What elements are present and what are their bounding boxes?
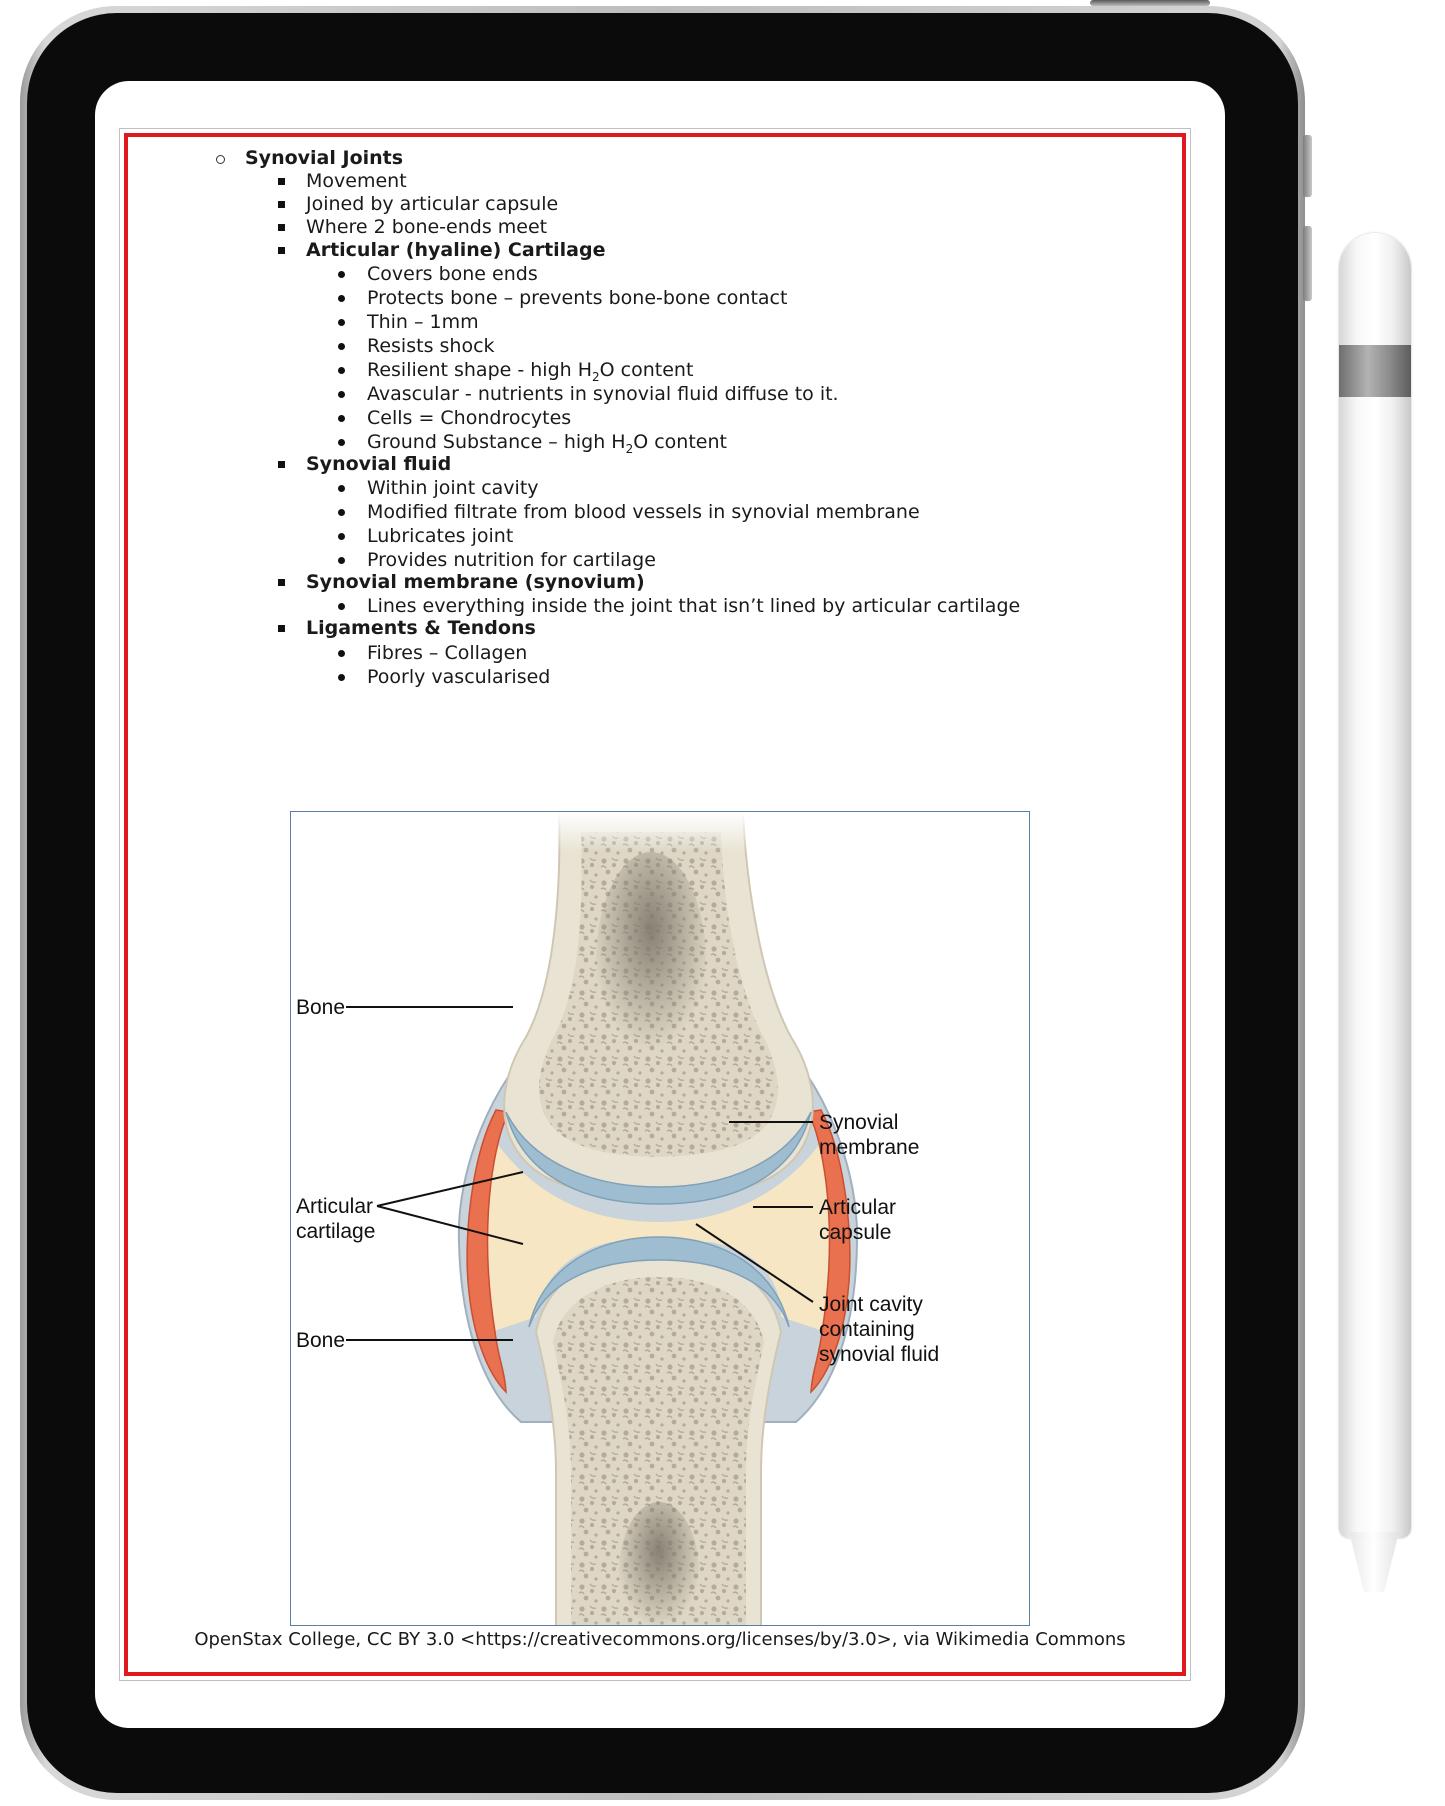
- outline-item-l19: Synovial membrane (synovium): [306, 571, 645, 593]
- label-articular-capsule: Articular capsule: [819, 1196, 897, 1244]
- joint-illustration: [291, 812, 1029, 1625]
- leader-lines: [346, 1006, 814, 1341]
- outline-item-l17: Lubricates joint: [367, 525, 514, 547]
- outline-item-l8: Thin – 1mm: [367, 311, 479, 333]
- outline-square-bullet: [278, 579, 285, 586]
- top-articular-cartilage: [505, 1111, 812, 1205]
- outline-item-l22: Fibres – Collagen: [367, 642, 528, 664]
- bottom-articular-cartilage: [528, 1236, 790, 1328]
- label-articular-cartilage: Articular cartilage: [296, 1195, 376, 1243]
- outline-item-l1: Synovial Joints: [245, 147, 404, 169]
- outline-item-l10: Resilient shape - high H2O content: [367, 359, 694, 384]
- label-joint-cavity: Joint cavity containing synovial fluid: [819, 1293, 940, 1366]
- outline-item-l7: Protects bone – prevents bone-bone conta…: [367, 287, 788, 309]
- outline-dot-bullet: [338, 343, 345, 350]
- apple-pencil: [1339, 233, 1411, 1538]
- outline-square-bullet: [278, 625, 285, 632]
- outline-dot-bullet: [338, 367, 345, 374]
- outline-item-l11: Avascular - nutrients in synovial fluid …: [367, 383, 839, 405]
- outline-dot-bullet: [338, 603, 345, 610]
- outline-dot-bullet: [338, 674, 345, 681]
- outline-dot-bullet: [338, 295, 345, 302]
- outline-item-l18: Provides nutrition for cartilage: [367, 549, 656, 571]
- outline-square-bullet: [278, 178, 285, 185]
- outline-item-l6: Covers bone ends: [367, 263, 538, 285]
- outline-square-bullet: [278, 461, 285, 468]
- outline-item-l23: Poorly vascularised: [367, 666, 551, 688]
- outline-dot-bullet: [338, 533, 345, 540]
- outline-dot-bullet: [338, 439, 345, 446]
- outline-square-bullet: [278, 201, 285, 208]
- volume-up-button[interactable]: [1303, 135, 1312, 197]
- outline-dot-bullet: [338, 557, 345, 564]
- outline-item-l12: Cells = Chondrocytes: [367, 407, 572, 429]
- outline-dot-bullet: [338, 319, 345, 326]
- outline-circle-bullet: [216, 155, 225, 164]
- label-bone-top: Bone: [296, 996, 346, 1019]
- document-page: [119, 128, 1191, 1681]
- pencil-band: [1339, 345, 1411, 397]
- synovial-membrane-left: [466, 1109, 511, 1394]
- synovial-joint-diagram: Bone Articular cartilage Bone Synovial m…: [290, 811, 1030, 1626]
- outline-item-l20: Lines everything inside the joint that i…: [367, 595, 1021, 617]
- image-attribution: OpenStax College, CC BY 3.0 <https://cre…: [194, 1629, 1126, 1650]
- synovial-membrane-right: [806, 1109, 851, 1394]
- outline-dot-bullet: [338, 485, 345, 492]
- label-bone-bottom: Bone: [296, 1329, 346, 1352]
- outline-square-bullet: [278, 224, 285, 231]
- outline-dot-bullet: [338, 509, 345, 516]
- outline-item-l3: Joined by articular capsule: [306, 193, 559, 215]
- outline-item-l14: Synovial fluid: [306, 453, 452, 475]
- pencil-tip: [1349, 1532, 1399, 1592]
- outline-item-l2: Movement: [306, 170, 407, 192]
- outline-item-l13: Ground Substance – high H2O content: [367, 431, 727, 456]
- outline-item-l21: Ligaments & Tendons: [306, 617, 536, 639]
- outline-item-l15: Within joint cavity: [367, 477, 539, 499]
- outline-dot-bullet: [338, 391, 345, 398]
- page-border: [124, 133, 1186, 1676]
- outline-square-bullet: [278, 247, 285, 254]
- outline-dot-bullet: [338, 415, 345, 422]
- label-synovial-membrane: Synovial membrane: [819, 1111, 920, 1159]
- outline-dot-bullet: [338, 650, 345, 657]
- outline-item-l9: Resists shock: [367, 335, 495, 357]
- outline-dot-bullet: [338, 271, 345, 278]
- volume-down-button[interactable]: [1303, 226, 1312, 301]
- outline-item-l5: Articular (hyaline) Cartilage: [306, 239, 606, 261]
- outline-item-l4: Where 2 bone-ends meet: [306, 216, 548, 238]
- outline-item-l16: Modified filtrate from blood vessels in …: [367, 501, 920, 523]
- top-power-button[interactable]: [1090, 0, 1210, 6]
